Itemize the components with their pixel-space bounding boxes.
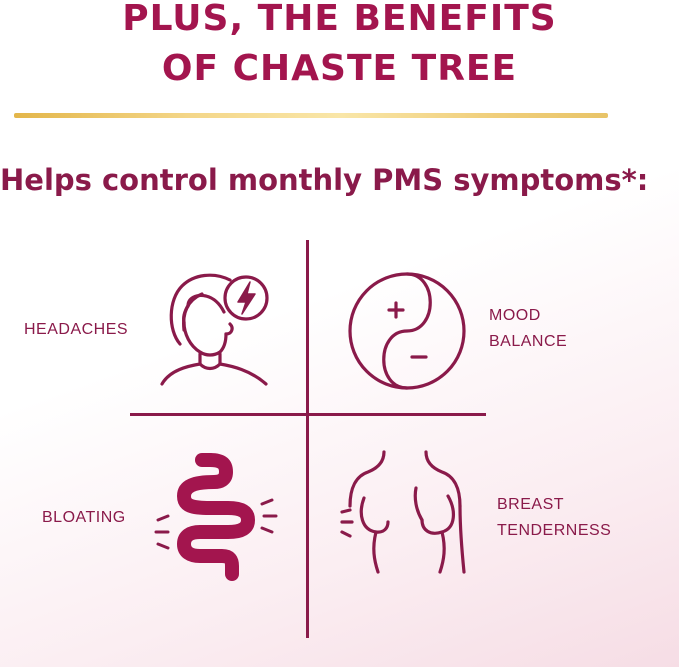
torso-icon bbox=[340, 448, 470, 578]
mood-label-line-1: MOOD bbox=[489, 307, 541, 324]
subheading: Helps control monthly PMS symptoms*: bbox=[0, 163, 649, 197]
intestine-icon bbox=[150, 452, 282, 582]
headache-icon bbox=[158, 270, 272, 390]
headaches-label: HEADACHES bbox=[24, 321, 129, 338]
breast-label-line-1: BREAST bbox=[497, 496, 565, 513]
headline-line-1: PLUS, THE BENEFITS bbox=[122, 0, 557, 39]
breast-label-line-2: TENDERNESS bbox=[497, 522, 612, 539]
headline: PLUS, THE BENEFITS OF CHASTE TREE bbox=[0, 0, 679, 94]
headline-line-2: OF CHASTE TREE bbox=[161, 48, 518, 89]
grid-vertical-divider bbox=[306, 240, 309, 638]
breast-tenderness-label: BREAST TENDERNESS bbox=[497, 492, 611, 544]
yin-yang-icon bbox=[346, 270, 468, 392]
mood-label-line-2: BALANCE bbox=[489, 333, 568, 350]
bloating-label: BLOATING bbox=[42, 509, 126, 526]
mood-balance-label: MOOD BALANCE bbox=[489, 303, 567, 355]
grid-horizontal-divider bbox=[130, 413, 486, 416]
gold-divider bbox=[14, 113, 608, 118]
